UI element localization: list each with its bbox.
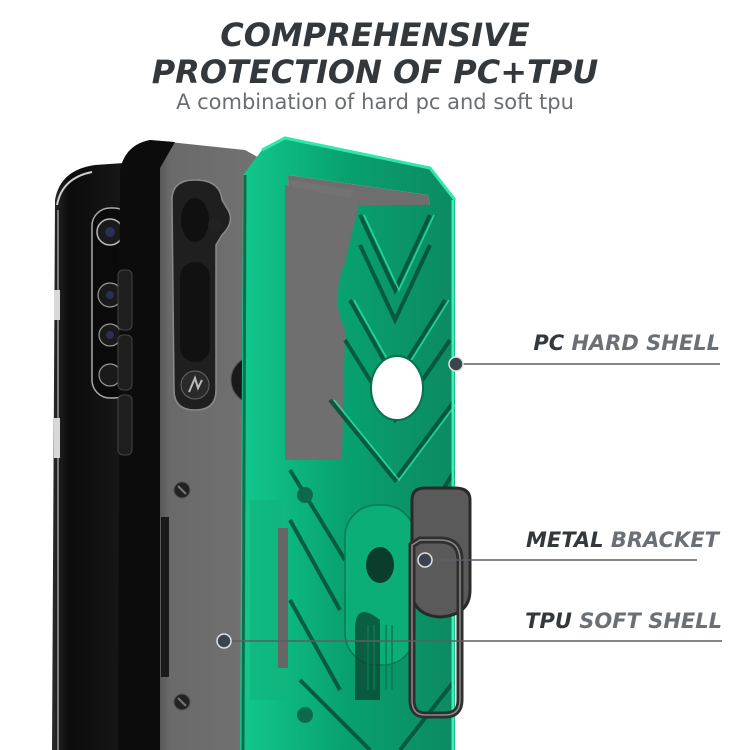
pc-hard-shell: [240, 136, 457, 750]
callout-metal-bracket: [417, 552, 697, 568]
label-text: SOFT SHELL: [579, 609, 722, 633]
label-pc-hard-shell: PC HARD SHELL: [533, 331, 720, 355]
subtitle: A combination of hard pc and soft tpu: [176, 90, 574, 114]
callout-pc-hard-shell: [448, 356, 720, 372]
headline-line-1: COMPREHENSIVE: [220, 16, 530, 54]
label-keyword: PC: [533, 331, 565, 355]
headline-line-2: PROTECTION OF PC+TPU: [151, 53, 599, 91]
metal-ring-bracket: [408, 486, 472, 719]
label-tpu-soft-shell: TPU SOFT SHELL: [525, 609, 722, 633]
label-text: HARD SHELL: [571, 331, 720, 355]
label-keyword: TPU: [525, 609, 572, 633]
callout-tpu-soft-shell: [216, 633, 722, 649]
label-keyword: METAL: [525, 528, 604, 552]
label-metal-bracket: METAL BRACKET: [526, 528, 719, 552]
label-text: BRACKET: [610, 528, 719, 552]
